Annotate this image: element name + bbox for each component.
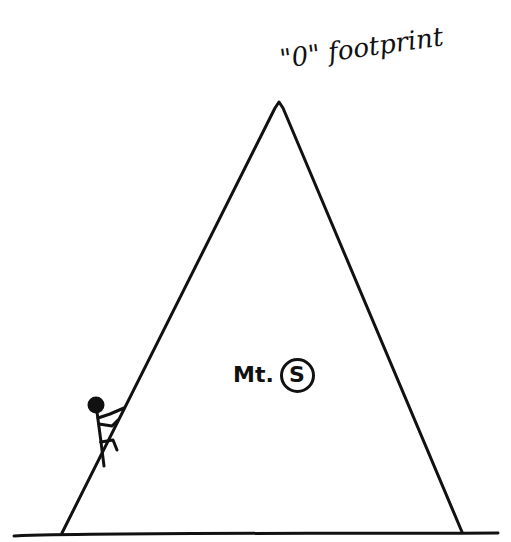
mountain-name: Mt. — [233, 362, 274, 387]
circle-outline — [281, 359, 313, 391]
circled-letter: S — [280, 358, 315, 393]
mountain-outline-path — [62, 102, 462, 533]
mountain-shape: Mt. S — [55, 100, 470, 536]
ground-line — [14, 533, 498, 536]
circled-letter-text: S — [289, 364, 305, 386]
peak-note: "0" footprint — [278, 21, 445, 74]
stick-figure — [89, 398, 124, 466]
mountain-shape-outline — [55, 100, 470, 536]
